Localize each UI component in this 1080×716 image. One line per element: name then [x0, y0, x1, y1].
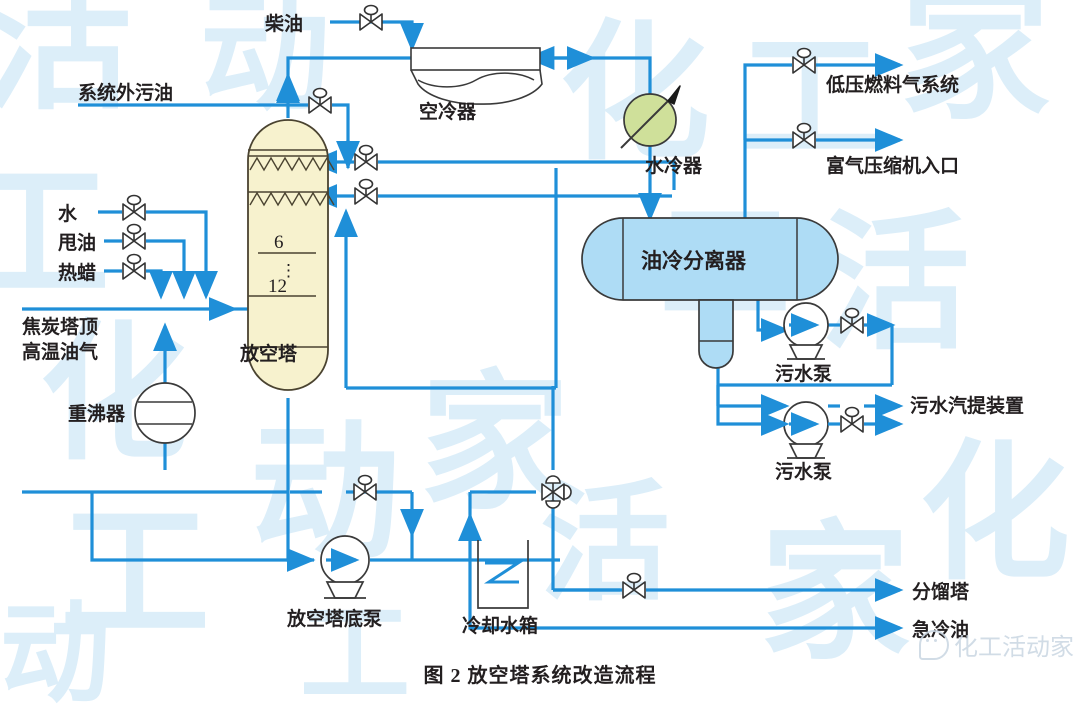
equipment-air-cooler[interactable]: 空冷器 — [410, 47, 543, 123]
equipment-sewage-pump-upper-label: 污水泵 — [775, 363, 832, 385]
process-flow-diagram: 6 ⋮ 12 放空塔 空冷器 水冷器 油冷分离器 — [21, 4, 1024, 641]
stream-low-pressure-fuel-gas-label: 低压燃料气系统 — [825, 73, 959, 96]
pipe-pump2-fix — [716, 385, 904, 436]
pipe-bottom-left-header — [22, 490, 314, 562]
equipment-vent-tower-label: 放空塔 — [239, 342, 298, 365]
stream-coke-drum-overhead-l1-label: 焦炭塔顶 — [21, 315, 98, 338]
valves-layer — [122, 4, 864, 599]
valve-tower-reflux-lower[interactable] — [354, 178, 378, 205]
equipment-water-cooler[interactable]: 水冷器 — [620, 85, 703, 177]
pipe-diesel — [330, 20, 424, 52]
equipment-tower-bottom-pump-label: 放空塔底泵 — [286, 607, 382, 630]
stream-sewage-stripping-unit-label: 污水汽提装置 — [910, 394, 1024, 417]
equipment-sewage-pump-lower[interactable]: 污水泵 — [775, 401, 832, 483]
pipe-reflux-riser — [334, 168, 558, 390]
valve-off-system-slop-oil[interactable] — [308, 87, 332, 114]
equipment-tower-bottom-pump[interactable]: 放空塔底泵 — [286, 535, 382, 630]
pipe-water — [98, 210, 218, 300]
pipe-slung-oil — [104, 239, 196, 300]
equipment-air-cooler-label: 空冷器 — [419, 100, 477, 123]
pipe-pump1-discharge — [716, 313, 896, 418]
valve-rich-gas-compressor[interactable] — [792, 122, 816, 149]
pipe-pump-discharge — [290, 490, 470, 562]
stream-quench-oil-label: 急冷油 — [912, 618, 969, 641]
stream-fractionator-label: 分馏塔 — [912, 580, 970, 603]
pipe-cooling-tank-outlet — [468, 386, 904, 640]
valve-diesel[interactable] — [359, 4, 383, 31]
valve-hot-wax[interactable] — [122, 253, 146, 280]
equipment-cooling-water-tank-label: 冷却水箱 — [462, 614, 538, 637]
tower-tray-dots: ⋮ — [280, 261, 297, 280]
valve-tower-bottom-pump[interactable] — [353, 474, 377, 501]
stream-water-label: 水 — [58, 203, 78, 225]
stream-rich-gas-compressor-label: 富气压缩机入口 — [826, 154, 959, 177]
stream-diesel-label: 柴油 — [264, 12, 303, 35]
figure-caption: 图 2 放空塔系统改造流程 — [423, 665, 657, 687]
equipment-oil-cool-separator-label: 油冷分离器 — [641, 249, 747, 273]
equipment-water-cooler-label: 水冷器 — [645, 154, 703, 177]
valve-slung-oil[interactable] — [122, 223, 146, 250]
equipment-reboiler[interactable]: 重沸器 — [68, 382, 196, 444]
stream-labels: 柴油 系统外污油 水 甩油 热蜡 焦炭塔顶 高温油气 低压燃料气系统 富气压缩机… — [21, 12, 1024, 641]
pipe-tower-bottom-draw — [286, 398, 316, 572]
stream-slung-oil-label: 甩油 — [58, 232, 96, 254]
equipment-oil-cool-separator[interactable]: 油冷分离器 — [581, 217, 839, 369]
pipe-air-cooler-outlet — [525, 46, 652, 100]
valve-sewage-pump-lower[interactable] — [840, 406, 864, 433]
pipe-hot-wax — [104, 269, 173, 300]
equipment-sewage-pump-lower-label: 污水泵 — [775, 461, 832, 483]
equipment-cooling-water-tank[interactable]: 冷却水箱 — [462, 540, 538, 637]
pipe-tower-overhead-to-air-cooler — [276, 56, 411, 118]
pipe-separator-oil-to-pump1 — [756, 300, 790, 342]
valve-low-pressure-fuel-gas[interactable] — [792, 47, 816, 74]
stream-coke-drum-overhead-l2-label: 高温油气 — [22, 340, 98, 363]
equipment-reboiler-label: 重沸器 — [68, 402, 126, 425]
stream-hot-wax-label: 热蜡 — [58, 261, 96, 284]
pipe-separator-gas-outlet — [743, 53, 904, 218]
valve-cooling-water-return[interactable] — [541, 475, 572, 509]
pipe-to-cooling-tank — [458, 490, 560, 562]
tower-tray-top: 6 — [274, 232, 284, 253]
valve-fractionator[interactable] — [622, 572, 646, 599]
valve-tower-reflux-upper[interactable] — [354, 144, 378, 171]
stream-off-system-slop-oil-label: 系统外污油 — [78, 81, 173, 104]
equipment-vent-tower[interactable]: 6 ⋮ 12 放空塔 — [239, 119, 335, 391]
tower-tray-bottom: 12 — [268, 276, 287, 297]
valve-water[interactable] — [122, 194, 146, 221]
valve-sewage-pump-upper[interactable] — [840, 307, 864, 334]
equipment-sewage-pump-upper[interactable]: 污水泵 — [775, 302, 832, 385]
